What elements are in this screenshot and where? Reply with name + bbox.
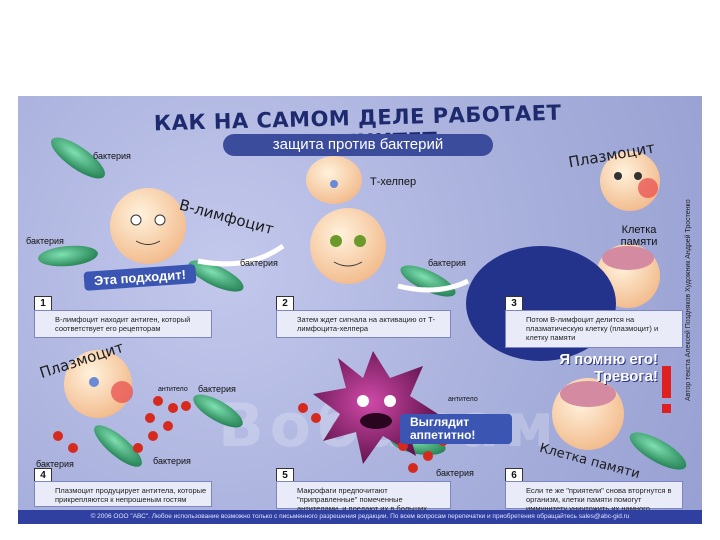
alert-exclamation-icon <box>662 366 671 413</box>
callout-remember-alarm: Я помню его! Тревога! <box>533 351 658 385</box>
t-helper-face <box>306 156 362 204</box>
bacterium-2 <box>37 243 99 268</box>
b-lymphocyte-activated-face <box>310 208 386 284</box>
step-4-text: Плазмоцит продуцирует антитела, которые … <box>34 481 212 507</box>
label-bacteria-2: бактерия <box>26 236 64 246</box>
bacterium-5 <box>189 388 247 433</box>
label-bacteria-8: бактерия <box>436 468 474 478</box>
label-memory-cell-top: Клетка памяти <box>614 224 664 248</box>
copyright-bar: © 2006 ООО "АВС". Любое использование во… <box>18 510 702 524</box>
step-5-text: Макрофаги предпочитают "приправленные" п… <box>276 481 451 509</box>
b-lymphocyte-face <box>110 188 186 264</box>
label-bacteria-7: бактерия <box>153 456 191 466</box>
label-t-helper: Т-хелпер <box>370 176 416 188</box>
label-antibody-1: антитело <box>158 386 188 393</box>
step-6-text: Если те же "приятели" снова вторгнутся в… <box>505 481 683 509</box>
label-bacteria-4: бактерия <box>428 258 466 268</box>
step-2-text: Затем ждет сигнала на активацию от Т-лим… <box>276 310 451 338</box>
label-bacteria-3: бактерия <box>240 258 278 268</box>
callout-looks-tasty: Выглядит аппетитно! <box>400 414 512 444</box>
label-antibody-2: антитело <box>448 396 478 403</box>
label-bacteria-1: бактерия <box>93 151 131 161</box>
memory-cell-face-bottom <box>552 378 624 450</box>
immunity-poster: Вобачам КАК НА САМОМ ДЕЛЕ РАБОТАЕТ ИММУН… <box>18 96 702 524</box>
label-bacteria-5: бактерия <box>198 384 236 394</box>
step-3-text: Потом В-лимфоцит делится на плазматическ… <box>505 310 683 348</box>
step-1-text: В-лимфоцит находит антиген, который соот… <box>34 310 212 338</box>
